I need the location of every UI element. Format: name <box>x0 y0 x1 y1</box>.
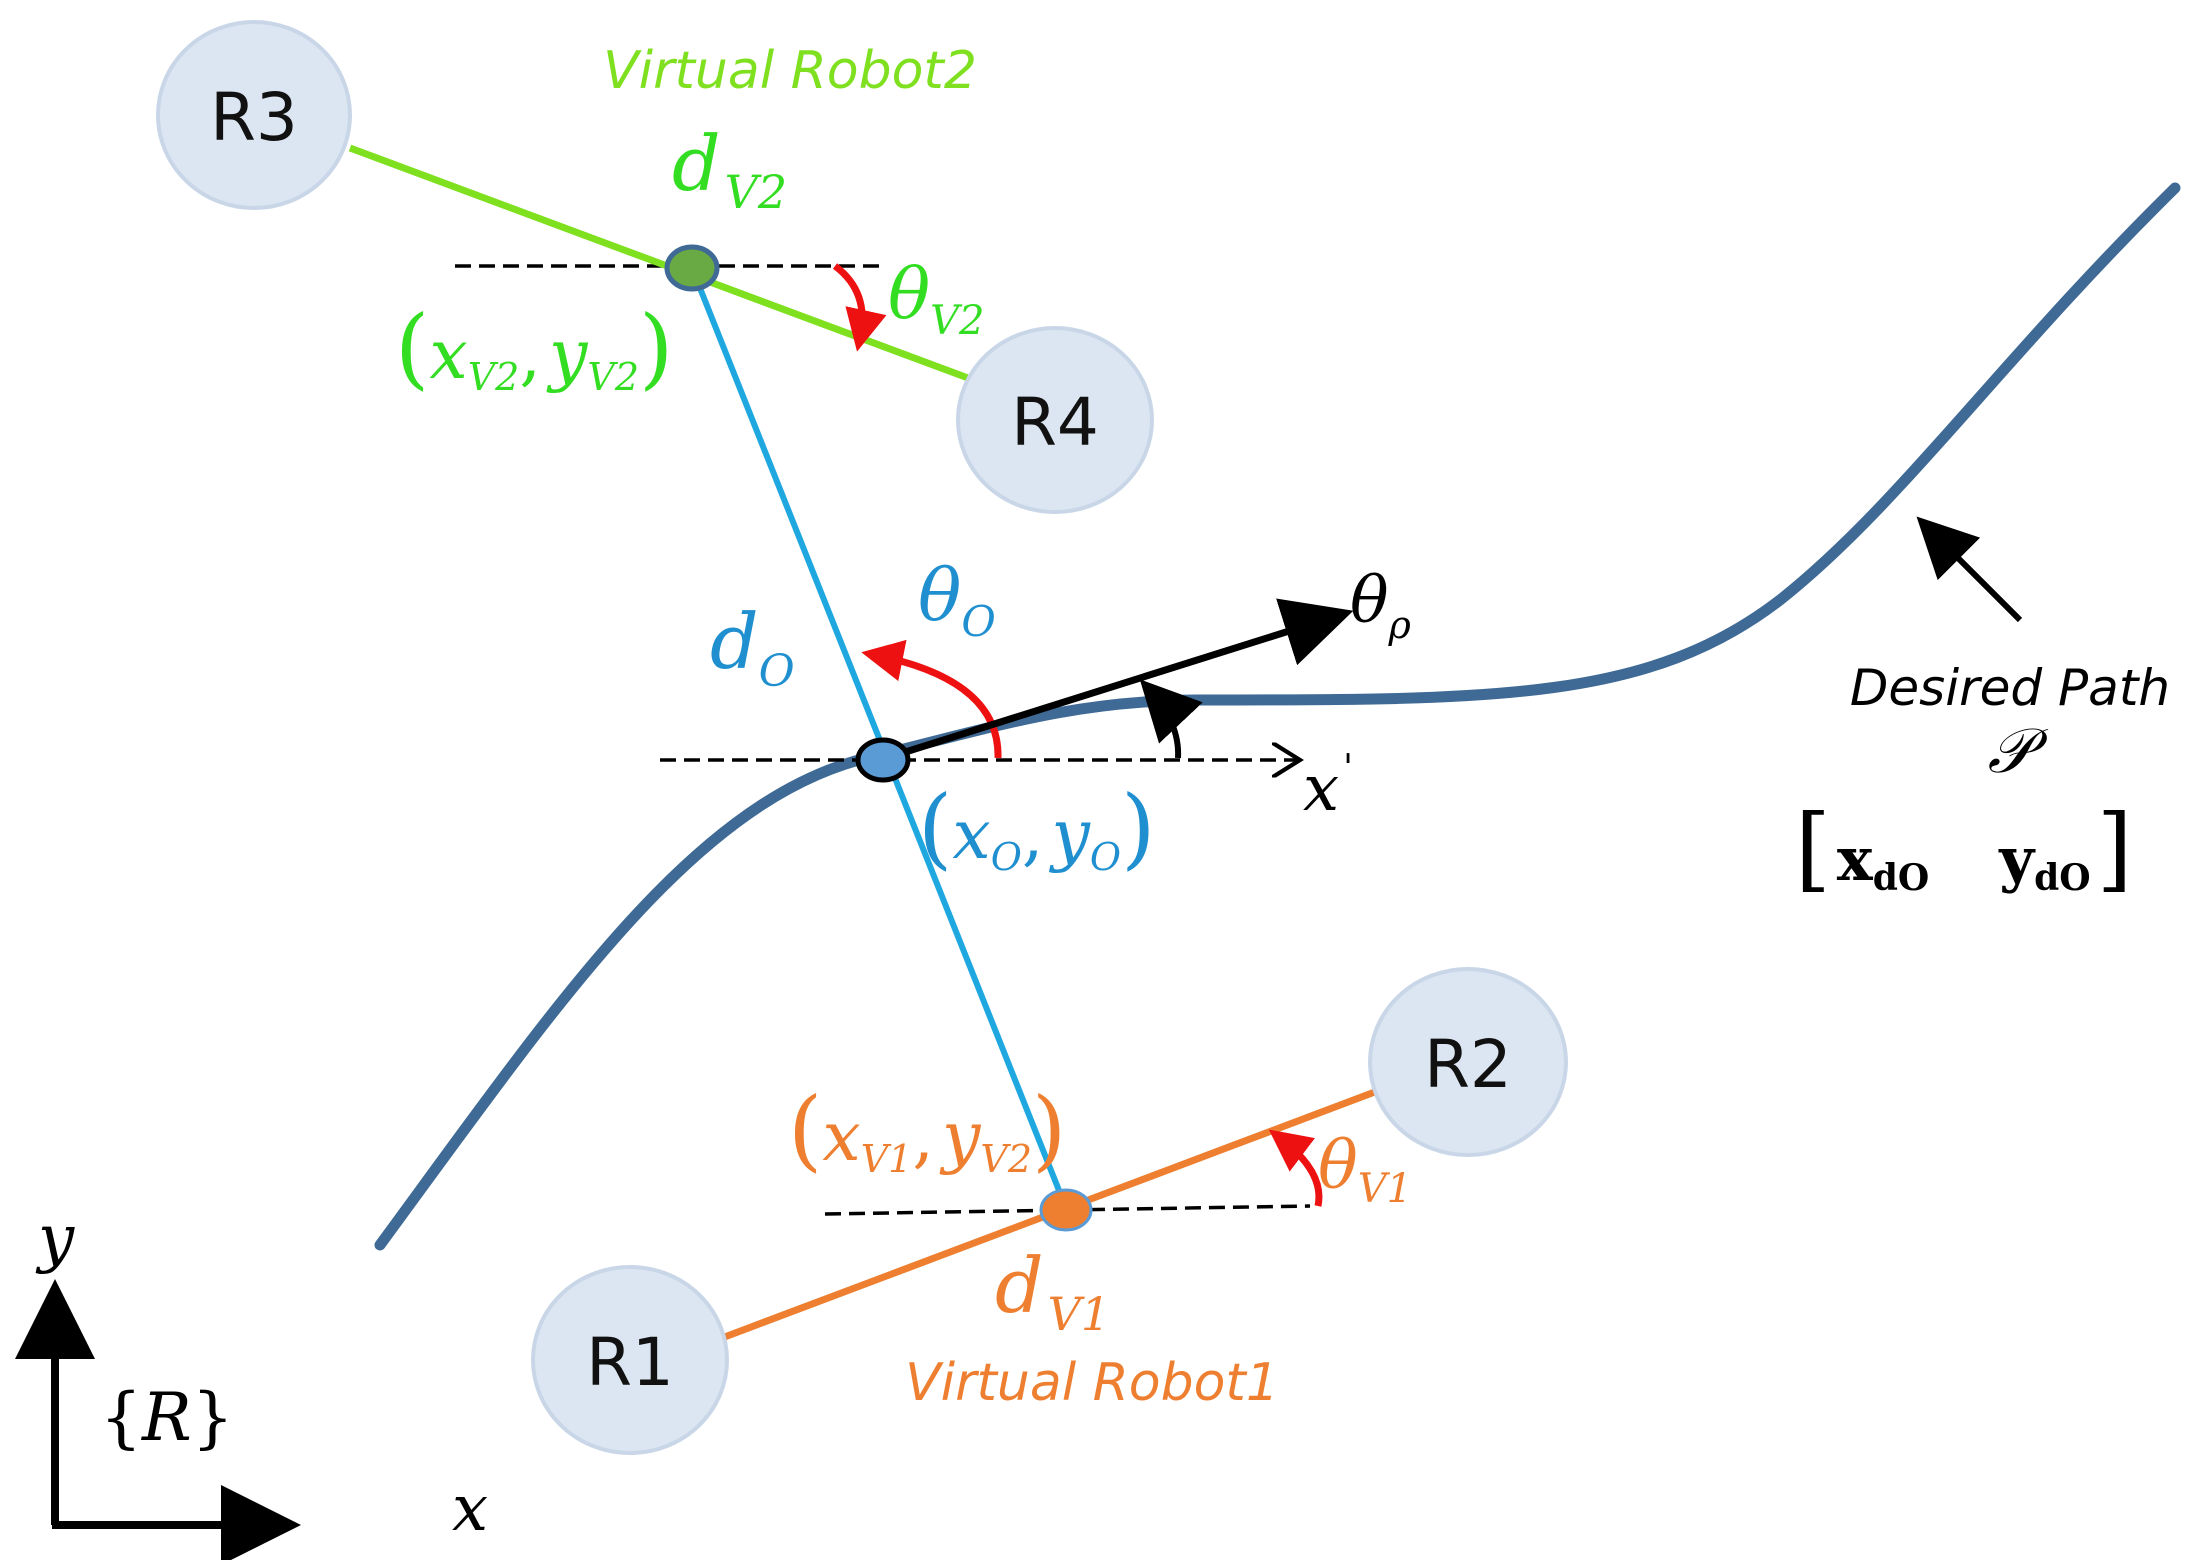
robot-r1-label: R1 <box>586 1324 674 1401</box>
virtual-robot1-title: Virtual Robot1 <box>905 1353 1279 1413</box>
frame-brace-close: } <box>192 1379 234 1456</box>
frame-name: R <box>141 1379 192 1456</box>
coord-v1-x: x <box>822 1098 860 1177</box>
path-pointer-arrow <box>1916 516 2023 623</box>
path-x-sub: dO <box>1873 857 1930 899</box>
theta-o-main: θ <box>918 553 961 637</box>
d-o-label: dO <box>710 597 795 697</box>
virtual-robot2-title: Virtual Robot2 <box>603 41 977 101</box>
coord-o-close: ) <box>1121 776 1155 879</box>
coord-v1-close: ) <box>1032 1078 1066 1181</box>
coord-v2-open: ( <box>395 296 429 399</box>
frame-brace-open: { <box>100 1379 142 1456</box>
robot-r1 <box>531 1265 729 1455</box>
x-prime-mark: ' <box>1343 748 1353 789</box>
d-v1-label: dV1 <box>995 1241 1110 1341</box>
d-v2-sub: V2 <box>725 165 788 219</box>
desired-path-symbol: 𝒫 <box>1988 714 2049 787</box>
d-v2-main: d <box>672 119 721 208</box>
theta-rho-sub: ρ <box>1388 603 1412 647</box>
robot-r4-label: R4 <box>1011 384 1099 461</box>
coord-o-y: y <box>1048 796 1091 875</box>
robot-r3 <box>156 20 352 210</box>
robot-r4 <box>956 326 1154 514</box>
d-v1-main: d <box>995 1241 1044 1330</box>
coord-v1-y: y <box>939 1098 982 1177</box>
virtual-robot1-point <box>1039 1188 1093 1232</box>
coord-v1-sep: , <box>912 1098 934 1177</box>
coord-v2-x: x <box>429 316 467 395</box>
d-o-main: d <box>710 597 759 686</box>
theta-v2-label: θV2 <box>888 253 985 344</box>
theta-v1-label: θV1 <box>1318 1127 1412 1212</box>
coord-v1-x-sub: V1 <box>861 1137 913 1181</box>
coord-v2-x-sub: V2 <box>468 355 520 399</box>
theta-rho-label: θρ <box>1350 564 1412 647</box>
coord-v1-open: ( <box>788 1078 822 1181</box>
theta-o-label: θO <box>918 553 996 646</box>
coord-v2-y-sub: V2 <box>587 355 639 399</box>
theta-rho-main: θ <box>1350 564 1389 638</box>
theta-v1-arc <box>1268 1129 1323 1207</box>
heading-arrow <box>878 598 1354 764</box>
theta-v1-main: θ <box>1318 1127 1358 1204</box>
virtual-robot2-point <box>664 244 720 292</box>
path-bracket-open: [ <box>1795 795 1831 902</box>
formation-center-point <box>855 737 911 783</box>
path-x-main: x <box>1837 825 1874 895</box>
desired-path-label: Desired Path <box>1850 659 2170 717</box>
robot-r2 <box>1368 967 1568 1157</box>
theta-v2-sub: V2 <box>930 298 984 344</box>
coord-o-sep: , <box>1022 796 1044 875</box>
theta-v1-sub: V1 <box>1358 1166 1412 1212</box>
coord-v1-label: (xV1,yV2) <box>788 1078 1066 1181</box>
frame-name-label: {R} <box>100 1379 234 1456</box>
path-y-main: y <box>1998 825 2036 895</box>
robot-r2-label: R2 <box>1424 1026 1512 1103</box>
theta-o-sub: O <box>961 597 995 646</box>
x-prime-label: x' <box>1303 748 1353 826</box>
coord-v2-y: y <box>546 316 589 395</box>
coord-o-label: (xO,yO) <box>918 776 1155 879</box>
coord-o-y-sub: O <box>1090 835 1121 879</box>
coord-o-open: ( <box>918 776 952 879</box>
d-v2-label: dV2 <box>672 119 787 219</box>
coord-v1-y-sub: V2 <box>980 1137 1032 1181</box>
d-o-sub: O <box>759 646 795 697</box>
path-bracket-close: ] <box>2097 795 2133 902</box>
theta-v2-main: θ <box>888 253 930 335</box>
coord-v2-close: ) <box>639 296 673 399</box>
x-prime-main: x <box>1303 752 1339 826</box>
theta-o-arc <box>861 639 1002 759</box>
theta-rho-arc <box>1139 679 1203 759</box>
coord-v2-sep: , <box>519 316 541 395</box>
coord-o-x-sub: O <box>991 835 1022 879</box>
frame-x-label: x <box>452 1472 488 1546</box>
theta-v2-arc <box>832 263 887 352</box>
frame-y-label: y <box>35 1202 75 1276</box>
d-v1-sub: V1 <box>1048 1287 1111 1341</box>
robot-r3-label: R3 <box>210 79 298 156</box>
coord-o-x: x <box>952 796 990 875</box>
coord-v2-label: (xV2,yV2) <box>395 296 673 399</box>
path-y-sub: dO <box>2034 857 2091 899</box>
